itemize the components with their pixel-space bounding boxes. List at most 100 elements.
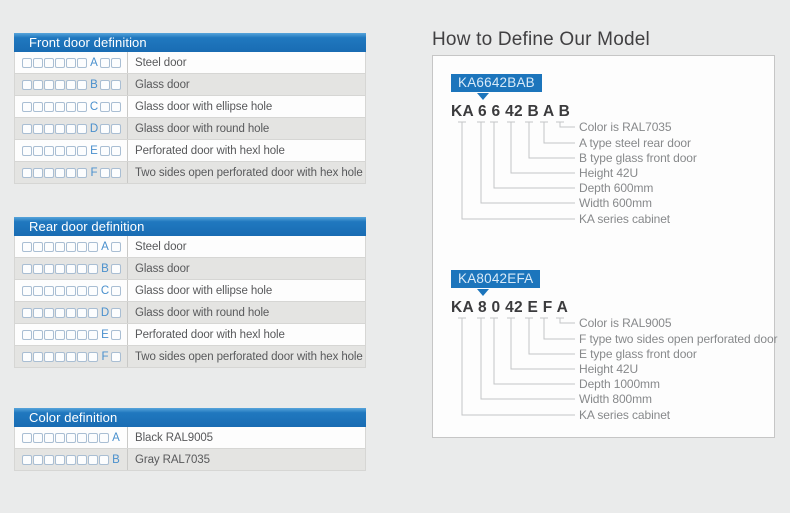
code-square: [33, 285, 43, 296]
code-square: [55, 145, 65, 156]
model-example-ka6642bab: KA6642BAB KA 6 6 42 B A B Color is RAL70…: [451, 74, 773, 239]
code-square: [77, 79, 87, 90]
model-code-pattern: B: [15, 258, 128, 279]
connector-line: [525, 121, 575, 159]
code-square: [44, 329, 54, 340]
code-square: [100, 79, 110, 90]
table-header: Front door definition: [14, 33, 366, 52]
code-square: [99, 454, 109, 465]
table-row: D Glass door with round hole: [14, 118, 366, 140]
color-definition-table: Color definition A Black RAL9005 B Gray …: [14, 408, 366, 471]
code-letter: B: [112, 453, 120, 466]
code-letter: A: [101, 240, 109, 253]
code-square: [66, 307, 76, 318]
code-square: [88, 351, 98, 362]
code-square: [33, 432, 43, 443]
code-square: [88, 307, 98, 318]
code-square: [100, 57, 110, 68]
code-letter: C: [100, 284, 110, 297]
code-square: [55, 123, 65, 134]
connector-line: [540, 317, 575, 340]
table-row: B Glass door: [14, 258, 366, 280]
table-row: A Steel door: [14, 52, 366, 74]
color-description: Black RAL9005: [135, 431, 213, 444]
code-letter: B: [90, 78, 98, 91]
code-square: [66, 351, 76, 362]
badge-pointer-icon: [477, 289, 489, 296]
code-square: [66, 167, 76, 178]
code-square: [44, 101, 54, 112]
connector-line: [507, 317, 575, 370]
code-square: [33, 351, 43, 362]
code-square: [22, 329, 32, 340]
model-code-pattern: A: [15, 427, 128, 448]
code-square: [55, 351, 65, 362]
code-square: [22, 57, 32, 68]
door-description: Glass door: [135, 262, 190, 275]
table-header: Rear door definition: [14, 217, 366, 236]
code-square: [33, 307, 43, 318]
code-square: [22, 145, 32, 156]
model-code-pattern: E: [15, 140, 128, 161]
code-square: [22, 167, 32, 178]
code-square: [33, 454, 43, 465]
connector-line: [525, 317, 575, 355]
connector-line: [477, 121, 575, 204]
code-square: [22, 101, 32, 112]
code-square: [66, 454, 76, 465]
code-square: [88, 454, 98, 465]
table-row: E Perforated door with hexl hole: [14, 324, 366, 346]
model-badge: KA8042EFA: [451, 270, 541, 288]
segment-label: KA series cabinet: [579, 408, 671, 422]
code-square: [22, 454, 32, 465]
segment-label: Color is RAL9005: [579, 316, 672, 330]
segment-label: A type steel rear door: [579, 136, 691, 150]
code-square: [44, 57, 54, 68]
code-square: [111, 101, 121, 112]
code-square: [33, 263, 43, 274]
table-row: D Glass door with round hole: [14, 302, 366, 324]
code-square: [55, 307, 65, 318]
code-square: [77, 57, 87, 68]
door-description: Perforated door with hexl hole: [135, 144, 285, 157]
code-square: [66, 57, 76, 68]
segment-label: Depth 1000mm: [579, 377, 660, 391]
code-square: [77, 329, 87, 340]
code-square: [44, 432, 54, 443]
code-square: [44, 167, 54, 178]
code-square: [77, 145, 87, 156]
code-square: [66, 329, 76, 340]
code-square: [66, 241, 76, 252]
segment-label: Width 600mm: [579, 196, 652, 210]
code-square: [99, 432, 109, 443]
code-square: [111, 285, 121, 296]
code-square: [77, 432, 87, 443]
model-code-pattern: E: [15, 324, 128, 345]
code-square: [66, 101, 76, 112]
table-row: E Perforated door with hexl hole: [14, 140, 366, 162]
table-title: Front door definition: [29, 35, 147, 50]
code-square: [44, 123, 54, 134]
code-square: [111, 79, 121, 90]
code-letter: D: [100, 306, 110, 319]
code-square: [22, 285, 32, 296]
segment-label: E type glass front door: [579, 347, 697, 361]
segment-label: Height 42U: [579, 362, 639, 376]
code-square: [44, 454, 54, 465]
table-row: B Glass door: [14, 74, 366, 96]
model-code-pattern: C: [15, 280, 128, 301]
code-square: [44, 79, 54, 90]
code-letter: A: [90, 56, 98, 69]
table-row: F Two sides open perforated door with he…: [14, 346, 366, 368]
code-square: [44, 145, 54, 156]
page-title: How to Define Our Model: [432, 29, 650, 50]
model-code-pattern: C: [15, 96, 128, 117]
segment-label: Color is RAL7035: [579, 120, 672, 134]
code-square: [100, 145, 110, 156]
connector-line: [458, 121, 575, 220]
code-square: [22, 351, 32, 362]
code-square: [22, 307, 32, 318]
model-code-pattern: F: [15, 346, 128, 367]
code-square: [33, 241, 43, 252]
segment-label: Width 800mm: [579, 392, 652, 406]
